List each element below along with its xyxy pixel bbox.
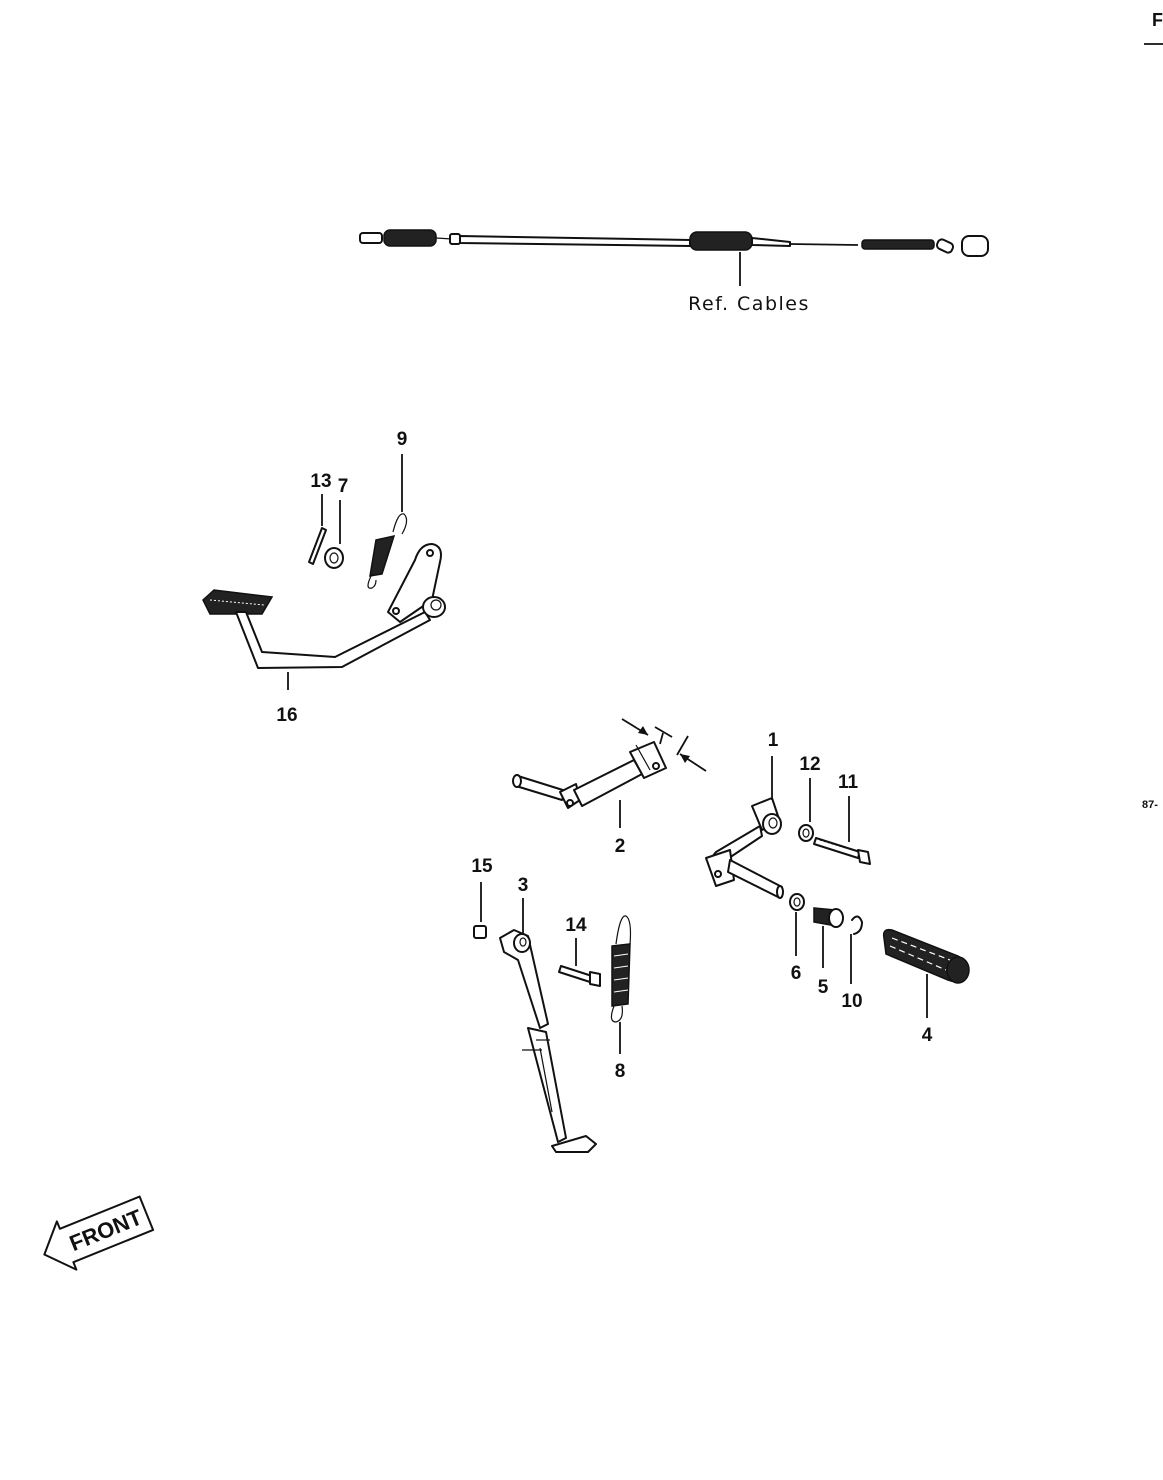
label-6: 6 [791, 963, 802, 984]
cable-end-nut [961, 235, 989, 257]
label-3: 3 [518, 875, 529, 896]
side-stand-upper [499, 929, 549, 1029]
dimension-arrows [621, 718, 707, 772]
label-16: 16 [276, 705, 297, 726]
lock-washer-12 [798, 824, 814, 842]
label-12: 12 [799, 754, 820, 775]
front-arrow-shape [43, 1195, 155, 1271]
cable-spring-right [861, 239, 935, 250]
bolt-11 [813, 837, 861, 859]
label-13: 13 [310, 471, 331, 492]
label-10: 10 [841, 991, 862, 1012]
brake-cable [359, 229, 989, 286]
corner-letter: F [1152, 10, 1163, 30]
bolt-14 [558, 965, 593, 983]
spring-8 [610, 915, 632, 1023]
label-14: 14 [565, 915, 587, 936]
brake-pedal-pad [202, 589, 274, 615]
nut-15 [473, 925, 487, 939]
label-5: 5 [818, 977, 829, 998]
ref-cables-label: Ref. Cables [688, 293, 810, 315]
footrest-arm-1 [705, 797, 784, 899]
label-15: 15 [471, 856, 493, 877]
label-4: 4 [922, 1025, 933, 1046]
label-7: 7 [338, 476, 349, 497]
cotter-pin [308, 527, 327, 565]
cable-spring-left [383, 229, 437, 247]
label-2: 2 [615, 836, 626, 857]
label-8: 8 [615, 1061, 626, 1082]
washer-6 [789, 893, 805, 911]
footrest-pin [727, 859, 783, 898]
washer-7 [324, 547, 344, 569]
side-stand-3 [499, 929, 597, 1153]
side-code: 87- [1142, 799, 1158, 811]
cable-adjuster [689, 231, 753, 251]
cable-end-clevis [359, 232, 383, 244]
label-11: 11 [838, 772, 859, 793]
label-9: 9 [397, 429, 408, 450]
footrest-rubber-4 [882, 928, 970, 984]
label-1: 1 [768, 730, 779, 751]
side-stand-foot [551, 1135, 597, 1153]
cable-housing [459, 235, 691, 247]
return-spring-9 [367, 513, 408, 589]
spring-5 [813, 907, 844, 928]
clip-10 [851, 915, 863, 935]
front-arrow: FRONT [43, 1195, 155, 1271]
shift-shaft [515, 775, 567, 801]
shift-arm [573, 759, 643, 807]
cable-inner-wire [789, 243, 859, 246]
brake-pedal [202, 543, 446, 669]
shift-shaft-2 [512, 741, 667, 809]
